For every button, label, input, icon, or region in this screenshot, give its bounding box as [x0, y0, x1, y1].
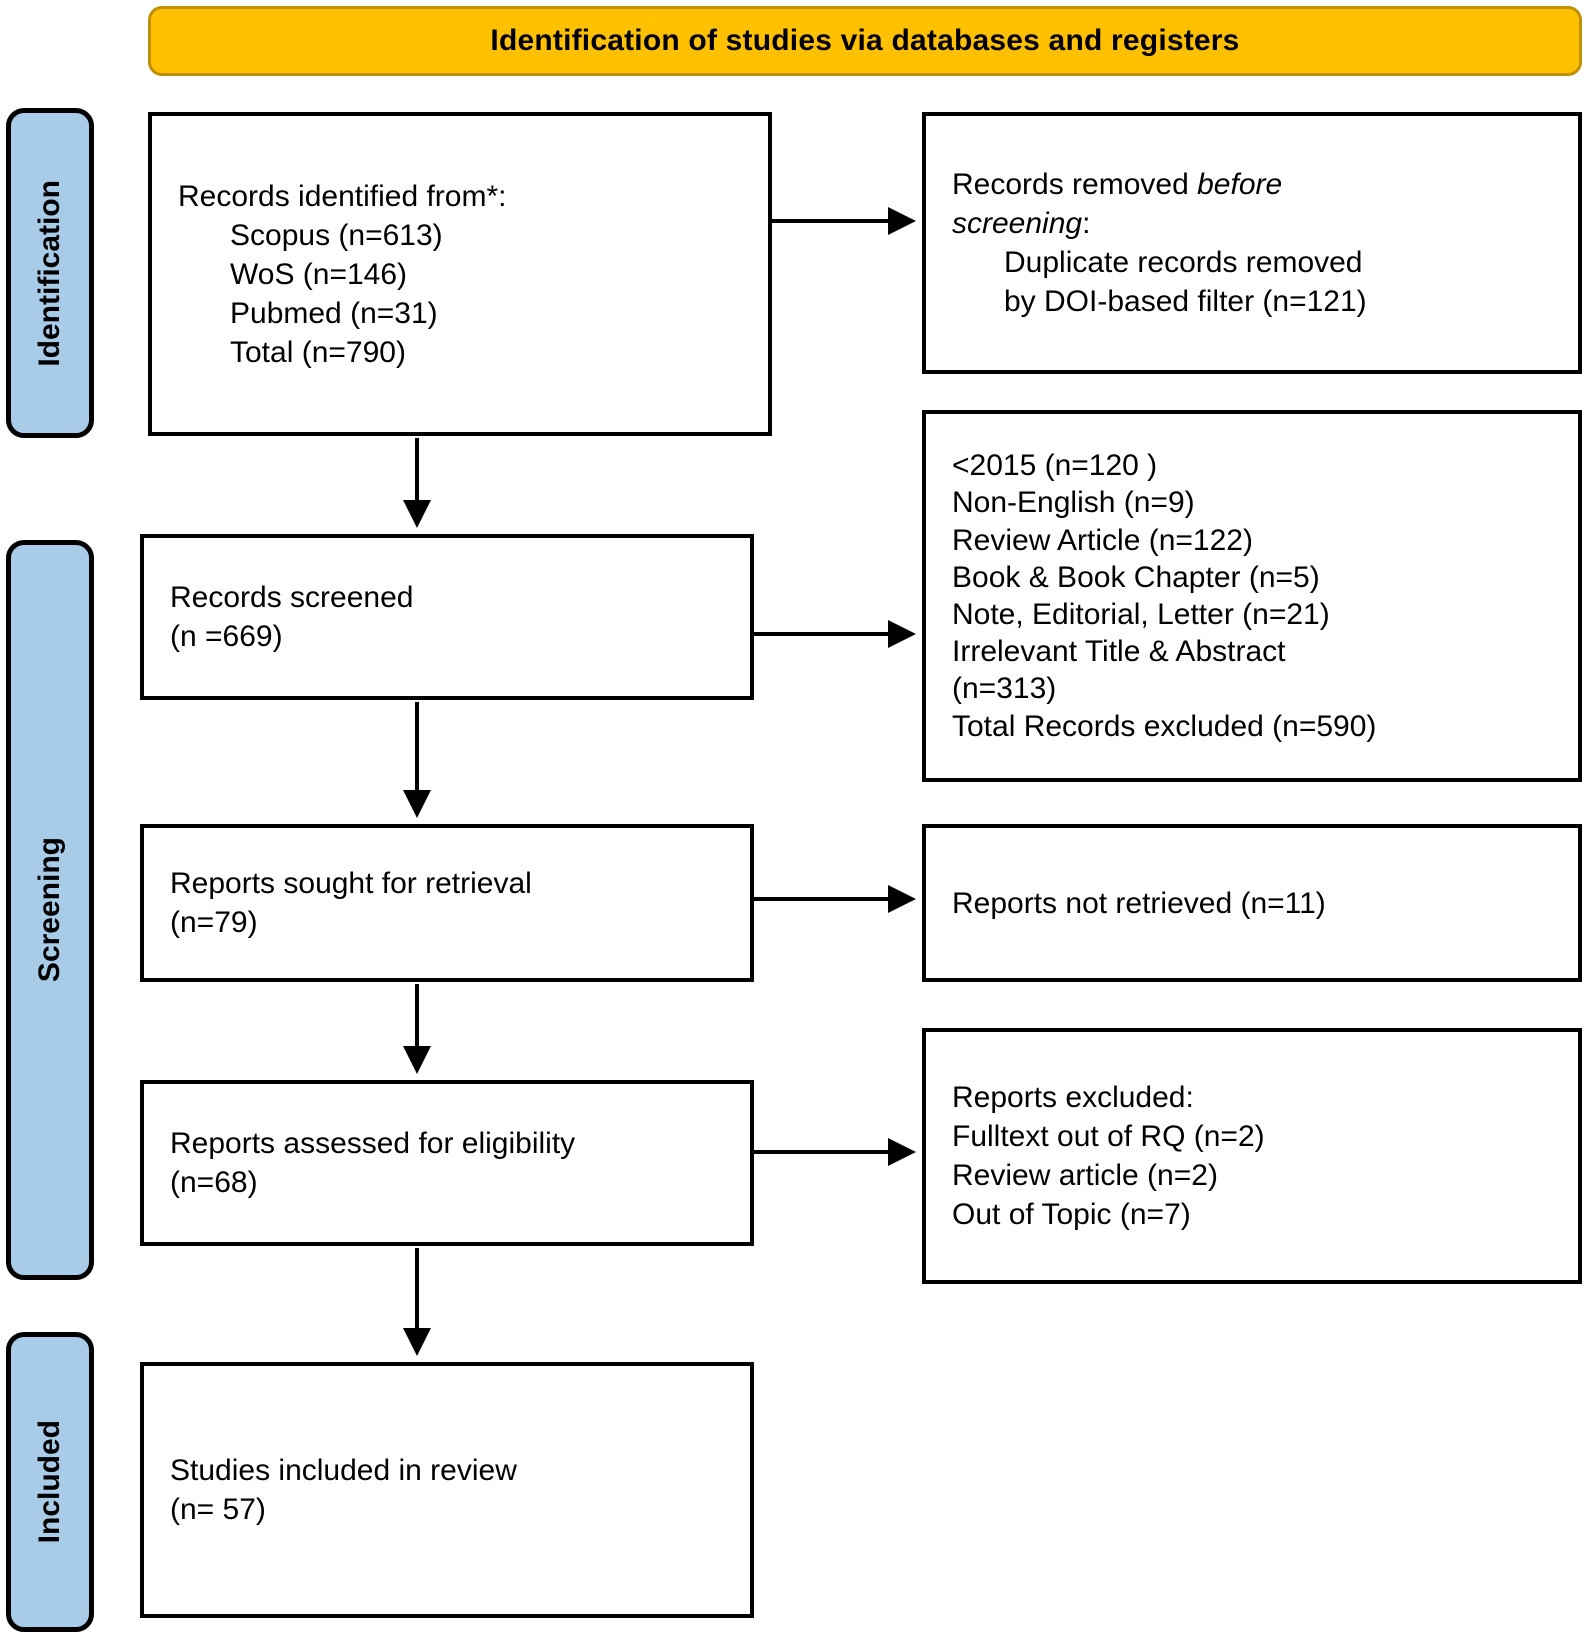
records-identified-line-2: WoS (n=146): [230, 257, 408, 291]
removed-before-line-2: Duplicate records removed: [1004, 246, 1363, 279]
removed-before-italic-screening: screening: [952, 207, 1083, 240]
box-reports-assessed-for-eligibility: Reports assessed for eligibility (n=68): [140, 1080, 754, 1246]
box-records-removed-before-screening: Records removed before screening: Duplic…: [922, 112, 1582, 374]
removed-before-prefix: Records removed: [952, 168, 1198, 201]
records-identified-line-3: Pubmed (n=31): [230, 296, 438, 330]
box-reports-not-retrieved: Reports not retrieved (n=11): [922, 824, 1582, 982]
records-excluded-line-4: Note, Editorial, Letter (n=21): [952, 598, 1330, 631]
stage-bar-included: Included: [6, 1332, 94, 1632]
reports-excluded-line-3: Out of Topic (n=7): [952, 1198, 1191, 1231]
box-records-screened: Records screened (n =669): [140, 534, 754, 700]
box-reports-excluded: Reports excluded: Fulltext out of RQ (n=…: [922, 1028, 1582, 1284]
records-identified-line-1: Scopus (n=613): [230, 218, 443, 252]
reports-sought-line-0: Reports sought for retrieval: [170, 867, 532, 900]
box-reports-sought-for-retrieval: Reports sought for retrieval (n=79): [140, 824, 754, 982]
records-excluded-line-3: Book & Book Chapter (n=5): [952, 560, 1320, 594]
records-excluded-line-5: Irrelevant Title & Abstract: [952, 635, 1286, 669]
records-identified-line-0: Records identified from*:: [178, 179, 507, 213]
records-identified-line-4: Total (n=790): [230, 335, 406, 369]
removed-before-colon: :: [1082, 207, 1091, 240]
reports-excluded-line-0: Reports excluded:: [952, 1081, 1194, 1114]
removed-before-line-0: Records removed before: [952, 165, 1552, 204]
stage-label-included: Included: [33, 1420, 66, 1544]
records-excluded-line-1: Non-English (n=9): [952, 486, 1195, 520]
stage-label-screening: Screening: [33, 837, 66, 983]
records-excluded-line-6: (n=313): [952, 672, 1057, 706]
reports-excluded-line-1: Fulltext out of RQ (n=2): [952, 1120, 1265, 1153]
records-screened-line-1: (n =669): [170, 620, 283, 653]
studies-included-line-0: Studies included in review: [170, 1454, 517, 1487]
box-records-identified: Records identified from*: Scopus (n=613)…: [148, 112, 772, 436]
records-screened-line-0: Records screened: [170, 581, 414, 614]
removed-before-line-1: screening:: [952, 204, 1552, 243]
reports-sought-line-1: (n=79): [170, 906, 258, 939]
box-records-excluded: <2015 (n=120 ) Non-English (n=9) Review …: [922, 410, 1582, 782]
stage-bar-identification: Identification: [6, 108, 94, 438]
records-excluded-line-2: Review Article (n=122): [952, 523, 1253, 557]
stage-bar-screening: Screening: [6, 540, 94, 1280]
removed-before-italic-before: before: [1197, 168, 1283, 201]
reports-assessed-line-0: Reports assessed for eligibility: [170, 1127, 576, 1160]
box-studies-included-in-review: Studies included in review (n= 57): [140, 1362, 754, 1618]
page-title: Identification of studies via databases …: [148, 6, 1582, 76]
records-excluded-line-7: Total Records excluded (n=590): [952, 709, 1377, 743]
records-excluded-line-0: <2015 (n=120 ): [952, 449, 1158, 483]
removed-before-line-3: by DOI-based filter (n=121): [1004, 285, 1367, 318]
reports-excluded-line-2: Review article (n=2): [952, 1159, 1218, 1192]
reports-assessed-line-1: (n=68): [170, 1166, 258, 1199]
stage-label-identification: Identification: [33, 179, 66, 367]
studies-included-line-1: (n= 57): [170, 1493, 266, 1526]
reports-not-retrieved-line-0: Reports not retrieved (n=11): [952, 886, 1326, 920]
